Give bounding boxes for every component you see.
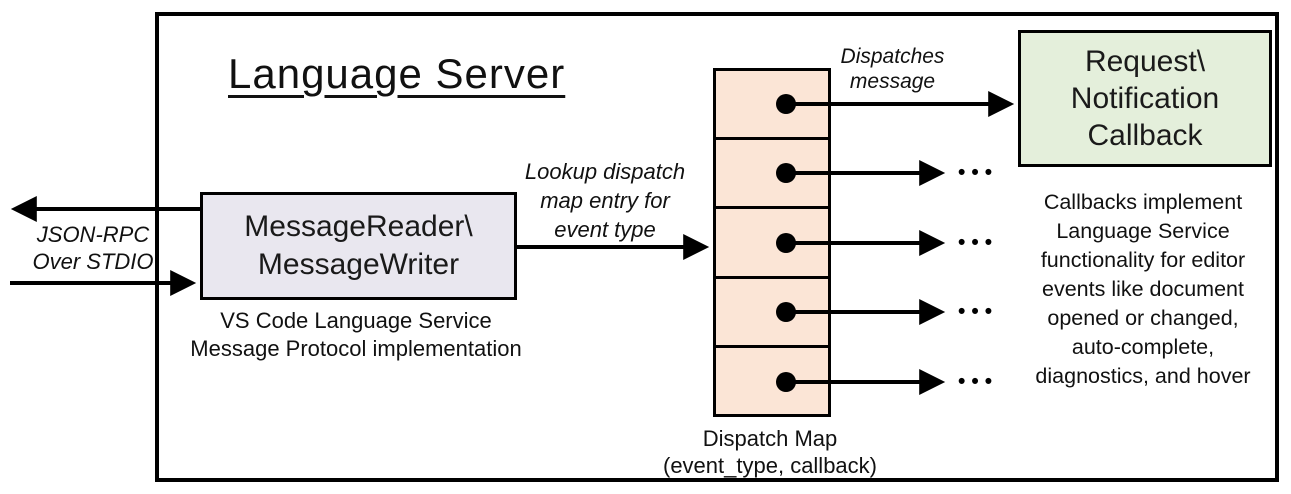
dispatch-map-caption-line1: Dispatch Map bbox=[702, 426, 838, 451]
dispatches-message-label: Dispatches message bbox=[835, 44, 950, 94]
stdio-label-line2: Over STDIO bbox=[32, 249, 154, 274]
lookup-label-line3: event type bbox=[554, 217, 656, 242]
callbacks-note-line: functionality for editor bbox=[1040, 248, 1246, 272]
dispatches-label-line1: Dispatches bbox=[840, 45, 945, 68]
message-box-line1: MessageReader\ bbox=[244, 210, 473, 243]
callback-box-line2: Notification bbox=[1070, 82, 1220, 115]
dispatch-map-caption-line2: (event_type, callback) bbox=[663, 453, 877, 478]
ellipsis-icon: ••• bbox=[958, 370, 999, 393]
lookup-label-line1: Lookup dispatch bbox=[524, 159, 686, 184]
message-box-caption-line1: VS Code Language Service bbox=[220, 308, 492, 333]
ellipsis-icon: ••• bbox=[958, 161, 999, 184]
message-reader-writer-box: MessageReader\ MessageWriter bbox=[200, 192, 517, 300]
dispatch-map-caption: Dispatch Map (event_type, callback) bbox=[650, 425, 890, 479]
callbacks-note-line: opened or changed, bbox=[1047, 306, 1239, 330]
message-box-caption-line2: Message Protocol implementation bbox=[190, 336, 522, 361]
callback-box-line3: Callback bbox=[1087, 119, 1203, 152]
dispatch-map-cell bbox=[716, 279, 828, 348]
callbacks-note-line: Language Service bbox=[1056, 219, 1230, 243]
message-box-caption: VS Code Language Service Message Protoco… bbox=[170, 307, 542, 363]
ellipsis-icon: ••• bbox=[958, 231, 999, 254]
diagram-title: Language Server bbox=[228, 50, 566, 97]
callbacks-note-line: diagnostics, and hover bbox=[1035, 364, 1251, 388]
ellipsis-icon: ••• bbox=[958, 300, 999, 323]
lookup-dispatch-label: Lookup dispatch map entry for event type bbox=[505, 157, 705, 244]
dispatch-map-cell bbox=[716, 209, 828, 279]
callback-box-line1: Request\ bbox=[1084, 45, 1206, 78]
stdio-transport-label: JSON-RPC Over STDIO bbox=[18, 221, 168, 275]
dispatches-label-line2: message bbox=[849, 70, 936, 93]
callbacks-note-line: Callbacks implement bbox=[1043, 190, 1243, 214]
dispatch-map-cell bbox=[716, 348, 828, 414]
dispatch-map-cell bbox=[716, 71, 828, 141]
callbacks-note: Callbacks implement Language Service fun… bbox=[1014, 188, 1272, 391]
callbacks-note-line: events like document bbox=[1042, 277, 1244, 301]
request-notification-callback-box: Request\ Notification Callback bbox=[1018, 30, 1272, 167]
dispatch-map-cell bbox=[716, 140, 828, 210]
message-box-line2: MessageWriter bbox=[257, 248, 460, 281]
callbacks-note-line: auto-complete, bbox=[1071, 335, 1215, 359]
dispatch-map-table bbox=[713, 68, 831, 417]
stdio-label-line1: JSON-RPC bbox=[36, 222, 150, 247]
lookup-label-line2: map entry for bbox=[540, 188, 670, 213]
